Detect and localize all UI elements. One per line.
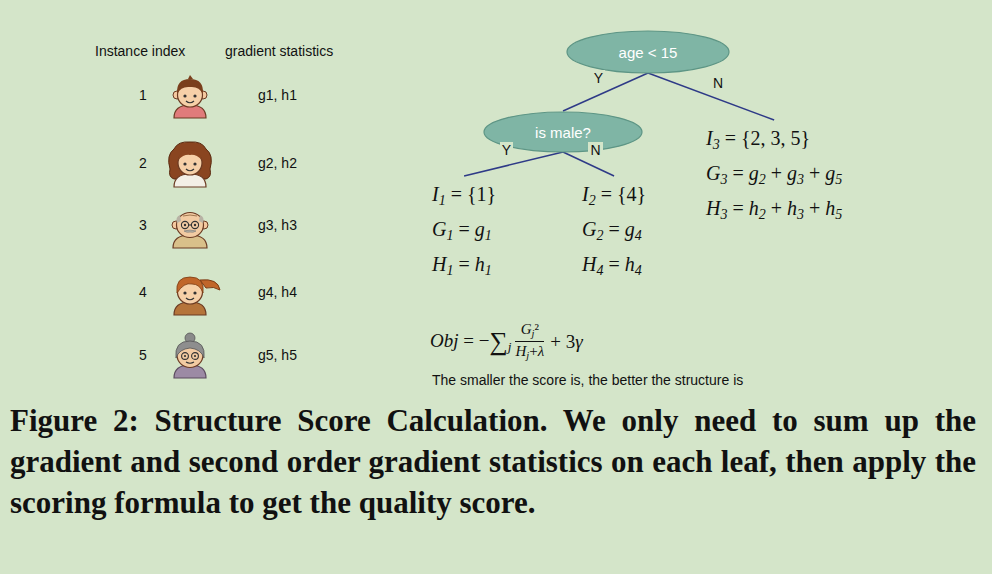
figure-caption: Figure 2: Structure Score Calculation. W… xyxy=(10,400,976,523)
tree-branch xyxy=(648,73,774,120)
instance-index: 1 xyxy=(139,87,147,103)
instance-index: 4 xyxy=(139,284,147,300)
leaf-statistics: I3 = {2, 3, 5}G3 = g2 + g3 + g5H3 = h2 +… xyxy=(702,120,846,232)
ellipse-shape xyxy=(567,31,729,73)
score-note: The smaller the score is, the better the… xyxy=(432,372,743,388)
leaf-formula: G3 = g2 + g3 + g5 xyxy=(706,159,842,194)
instance-index: 2 xyxy=(139,155,147,171)
leaf-statistics: I1 = {1}G1 = g1H1 = h1 xyxy=(428,176,500,288)
fraction: Gj² Hj+λ xyxy=(515,321,544,362)
fraction-bar xyxy=(515,341,544,342)
objective-formula: Obj = −∑j Gj² Hj+λ + 3γ xyxy=(430,321,583,362)
branch-label: N xyxy=(711,75,725,91)
formula-rhs: + 3γ xyxy=(550,331,582,353)
gradient-pair: g1, h1 xyxy=(258,87,297,103)
formula-lhs: Obj = −∑j xyxy=(430,327,511,357)
leaf-formula: I2 = {4} xyxy=(582,180,646,215)
instance-index: 5 xyxy=(139,347,147,363)
leaf-formula: H3 = h2 + h3 + h5 xyxy=(706,194,842,229)
tree-branch xyxy=(563,73,648,111)
split-condition: age < 15 xyxy=(619,44,678,61)
leaf-formula: G1 = g1 xyxy=(432,215,496,250)
gradient-pair: g5, h5 xyxy=(258,347,297,363)
instance-index: 3 xyxy=(139,217,147,233)
leaf-formula: I1 = {1} xyxy=(432,180,496,215)
branch-label: Y xyxy=(500,142,513,158)
gradient-pair: g3, h3 xyxy=(258,217,297,233)
leaf-formula: G2 = g4 xyxy=(582,215,646,250)
gradient-pair: g2, h2 xyxy=(258,155,297,171)
split-condition: is male? xyxy=(535,124,591,141)
tree-branch xyxy=(464,152,563,176)
decision-ellipse: age < 15 xyxy=(566,30,730,74)
old-man-icon xyxy=(172,213,208,249)
girl-icon xyxy=(174,277,220,315)
column-heading: Instance index xyxy=(95,43,185,59)
boy-icon xyxy=(173,75,207,118)
leaf-formula: H1 = h1 xyxy=(432,250,496,285)
fraction-numerator: Gj² xyxy=(521,321,539,340)
branch-label: Y xyxy=(592,70,605,86)
old-woman-icon xyxy=(174,333,206,378)
gradient-pair: g4, h4 xyxy=(258,284,297,300)
column-heading: gradient statistics xyxy=(225,43,333,59)
fraction-denominator: Hj+λ xyxy=(515,343,544,362)
woman-icon xyxy=(169,142,212,187)
leaf-statistics: I2 = {4}G2 = g4H4 = h4 xyxy=(578,176,650,288)
leaf-formula: H4 = h4 xyxy=(582,250,646,285)
leaf-formula: I3 = {2, 3, 5} xyxy=(706,124,842,159)
branch-label: N xyxy=(588,142,602,158)
